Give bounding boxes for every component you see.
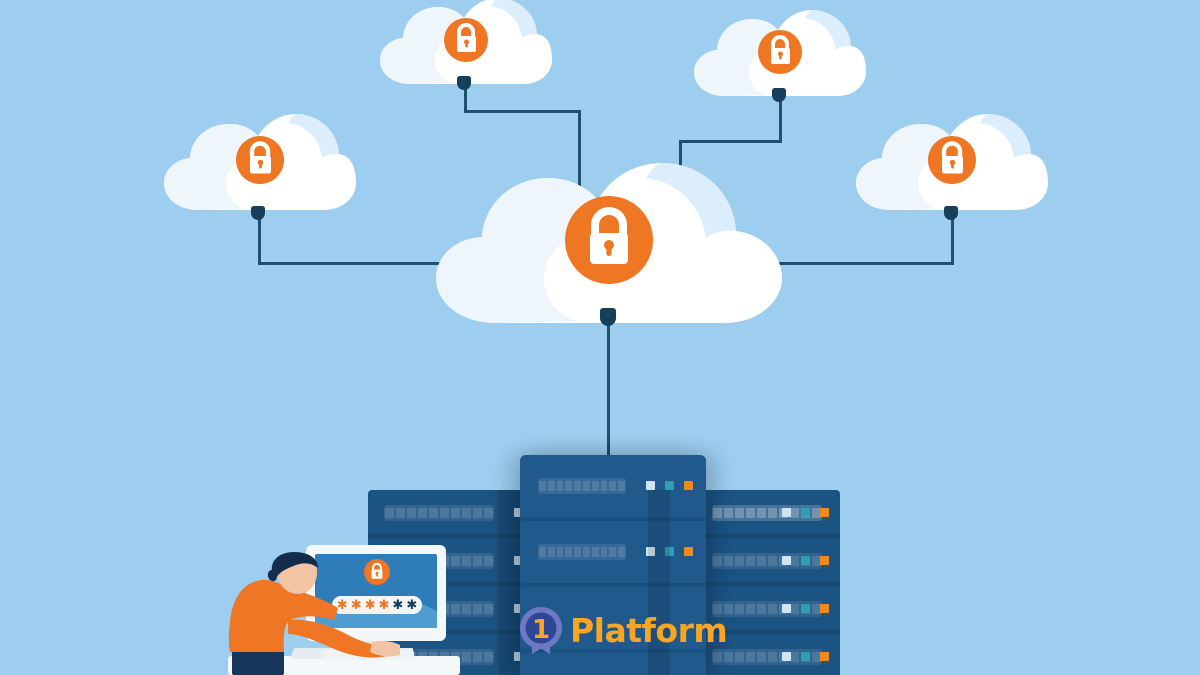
cloud-left-connector-plug [251, 206, 265, 220]
padlock-icon [364, 559, 390, 585]
cloud-right-connector-plug [944, 206, 958, 220]
cloud-left[interactable] [162, 112, 358, 212]
vent-grille [712, 649, 822, 665]
led-indicator [665, 547, 674, 556]
password-mask-char: ✱ [406, 597, 418, 613]
led-indicator [801, 508, 810, 517]
cloud-top-right-connector-plug [772, 88, 786, 102]
vent-grille [538, 478, 626, 494]
rack-shadow [498, 490, 520, 675]
led-indicator [782, 652, 791, 661]
rack-center-unit [520, 653, 706, 675]
led-indicator [646, 547, 655, 556]
cloud-main-connector-plug [600, 308, 616, 326]
password-mask-char: ✱ [350, 597, 362, 613]
wire-topleft-v1 [464, 84, 467, 112]
logo-badge-digit: 1 [532, 615, 550, 645]
wire-right-vertical [951, 216, 954, 264]
vent-grille [712, 505, 822, 521]
wire-left-vertical [258, 216, 261, 264]
desk-surface [228, 656, 460, 675]
password-field[interactable]: ✱ ✱ ✱ ✱ ✱ ✱ [332, 596, 422, 614]
led-indicator [782, 508, 791, 517]
cloud-right[interactable] [854, 112, 1050, 212]
wire-topleft-v2 [578, 110, 581, 190]
platform-logo[interactable]: 1 Platform [518, 605, 728, 655]
cloud-top-left-connector-plug [457, 76, 471, 90]
vent-grille [538, 544, 626, 560]
led-indicator [820, 556, 829, 565]
wire-left-horizontal [258, 262, 518, 265]
vent-grille [712, 505, 822, 521]
rack-shadow [648, 490, 670, 675]
cloud-top-left[interactable] [378, 0, 554, 86]
led-indicator [684, 547, 693, 556]
rack-center-unit [520, 455, 706, 517]
wire-topright-v1 [779, 96, 782, 142]
vent-grille [384, 505, 494, 521]
password-mask-char: ✱ [364, 597, 376, 613]
led-indicator [514, 652, 523, 661]
person-head [267, 552, 318, 594]
password-mask-char: ✱ [378, 597, 390, 613]
led-indicator [801, 556, 810, 565]
logo-text: Platform [570, 610, 728, 650]
led-indicator [820, 508, 829, 517]
wire-main-to-servers [607, 318, 610, 458]
led-indicator [782, 556, 791, 565]
password-mask-char: ✱ [392, 597, 404, 613]
led-indicator [684, 481, 693, 490]
wire-topright-h [679, 140, 782, 143]
led-indicator [820, 604, 829, 613]
logo-badge-icon: 1 [519, 607, 562, 654]
led-indicator [665, 481, 674, 490]
cloud-top-right[interactable] [692, 8, 868, 98]
wire-topleft-h [464, 110, 581, 113]
person-legs [232, 648, 284, 675]
led-indicator [801, 652, 810, 661]
led-indicator [820, 652, 829, 661]
cloud-main[interactable] [434, 160, 784, 325]
person-torso [228, 579, 338, 652]
led-indicator [514, 604, 523, 613]
led-indicator [646, 481, 655, 490]
person-arm [288, 619, 400, 658]
wire-right-horizontal [694, 262, 954, 265]
password-mask-char: ✱ [336, 597, 348, 613]
led-indicator [514, 556, 523, 565]
led-indicator [514, 508, 523, 517]
rack-center-unit [520, 521, 706, 583]
led-indicator [782, 604, 791, 613]
led-indicator [801, 604, 810, 613]
